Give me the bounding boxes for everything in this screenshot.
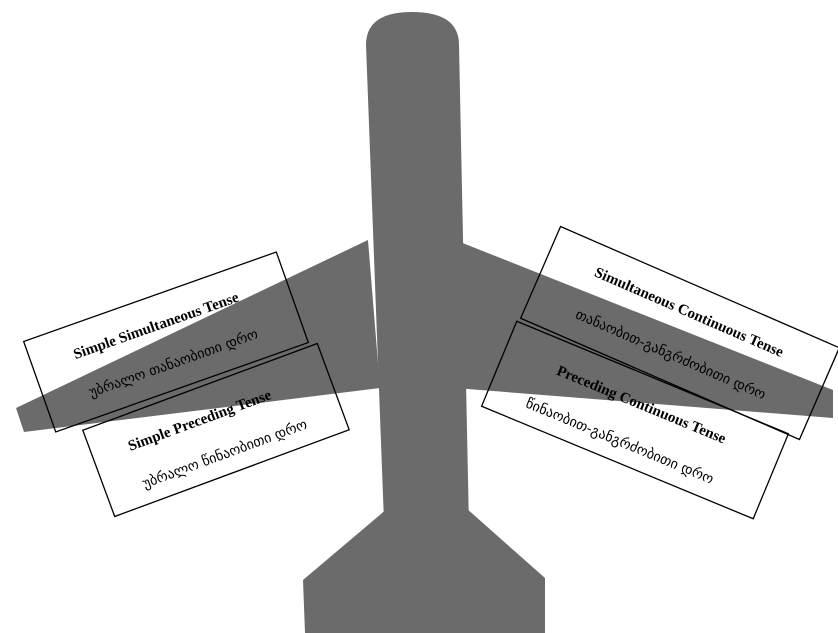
box-preceding-continuous-frame — [480, 320, 790, 520]
box-simple-simultaneous-frame — [22, 251, 310, 433]
box-simple-preceding-frame — [81, 342, 351, 518]
airplane-left-wing — [16, 240, 380, 432]
box-simultaneous-continuous-frame — [519, 225, 838, 441]
box-preceding-continuous-ka: წინაობით-განგრძობითი დრო — [523, 395, 716, 488]
airplane-tail — [303, 508, 545, 633]
airplane-fuselage — [366, 12, 470, 575]
airplane-right-wing — [455, 240, 833, 418]
